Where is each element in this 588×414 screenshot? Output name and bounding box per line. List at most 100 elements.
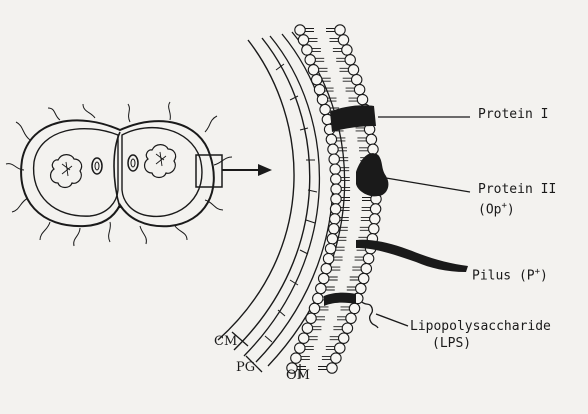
- lipid-head: [370, 214, 380, 224]
- lipid-head: [320, 104, 330, 114]
- lipid-head: [323, 253, 333, 263]
- lipid-head: [306, 313, 316, 323]
- lipid-head: [329, 224, 339, 234]
- lipid-head: [302, 45, 312, 55]
- lipid-tail: [319, 68, 328, 71]
- lipid-tail: [341, 188, 350, 191]
- lipid-head: [298, 35, 308, 45]
- lipid-tail: [309, 337, 318, 340]
- lipid-tail: [322, 78, 331, 81]
- lipid-head: [331, 174, 341, 184]
- lipid-tail: [340, 217, 349, 220]
- lipid-head: [342, 323, 352, 333]
- lipid-head: [309, 303, 319, 313]
- lipid-tail: [341, 307, 350, 310]
- lipid-tail: [343, 78, 352, 81]
- lipid-tail: [309, 38, 318, 41]
- lipid-tail: [341, 207, 350, 210]
- lipid-tail: [333, 48, 342, 51]
- lipid-head: [326, 134, 336, 144]
- lipid-tail: [360, 227, 369, 230]
- label-protein-ii-op: (Op+): [478, 198, 515, 218]
- lipid-tail: [330, 337, 339, 340]
- lipid-head: [327, 363, 337, 373]
- lipid-head: [305, 55, 315, 65]
- lipid-head: [361, 263, 371, 273]
- label-lps: (LPS): [432, 336, 471, 352]
- lipid-head: [339, 333, 349, 343]
- lipid-tail: [330, 38, 339, 41]
- lipid-head: [329, 154, 339, 164]
- lipid-head: [331, 194, 341, 204]
- lipid-head: [302, 323, 312, 333]
- lipid-head: [345, 55, 355, 65]
- label-pilus: Pilus (P+): [472, 264, 548, 284]
- lipid-tail: [357, 138, 366, 141]
- lipid-head: [342, 45, 352, 55]
- lipid-tail: [320, 307, 329, 310]
- lipid-head: [330, 214, 340, 224]
- label-protein-i: Protein I: [478, 107, 548, 123]
- lipid-head: [328, 144, 338, 154]
- lipid-tail: [333, 327, 342, 330]
- lipid-tail: [352, 267, 361, 270]
- lipid-head: [330, 204, 340, 214]
- lipid-tail: [329, 277, 338, 280]
- lipid-tail: [362, 207, 371, 210]
- lipid-head: [335, 343, 345, 353]
- lipid-head: [366, 134, 376, 144]
- lipid-tail: [336, 58, 345, 61]
- label-lipopolysaccharide: Lipopolysaccharide: [410, 319, 551, 335]
- cell-envelope-layers: [218, 32, 345, 366]
- lipid-tail: [312, 48, 321, 51]
- label-pg: PG: [236, 360, 255, 376]
- lipid-head: [319, 273, 329, 283]
- lipid-head: [346, 313, 356, 323]
- lipid-tail: [361, 217, 370, 220]
- lipid-tail: [359, 148, 368, 151]
- lipid-tail: [337, 237, 346, 240]
- lipid-head: [369, 224, 379, 234]
- lipid-tail: [356, 128, 365, 131]
- lipid-head: [363, 253, 373, 263]
- lipid-head: [314, 84, 324, 94]
- label-om: OM: [286, 368, 310, 384]
- lipid-tail: [322, 357, 331, 360]
- lipid-head: [357, 94, 367, 104]
- lipid-tail: [312, 327, 321, 330]
- lipid-tail: [350, 277, 359, 280]
- lipid-head: [331, 353, 341, 363]
- lipid-head: [321, 263, 331, 273]
- lipid-head: [354, 84, 364, 94]
- lipid-head: [352, 75, 362, 85]
- lipid-head: [291, 353, 301, 363]
- lipid-tail: [315, 58, 324, 61]
- lipid-tail: [341, 178, 350, 181]
- lipid-tail: [349, 98, 358, 101]
- outer-membrane-bilayer: [287, 25, 382, 373]
- lipid-tail: [340, 68, 349, 71]
- lipid-tail: [337, 317, 346, 320]
- lipid-tail: [334, 257, 343, 260]
- lipid-head: [359, 273, 369, 283]
- lipid-head: [312, 75, 322, 85]
- lipid-tail: [301, 357, 310, 360]
- lipid-tail: [346, 88, 355, 91]
- lipid-head: [338, 35, 348, 45]
- lipid-tail: [336, 247, 345, 250]
- lipid-tail: [305, 347, 314, 350]
- lipid-head: [295, 25, 305, 35]
- lipid-head: [327, 234, 337, 244]
- lipid-head: [331, 184, 341, 194]
- lipid-head: [308, 65, 318, 75]
- lipid-tail: [355, 257, 364, 260]
- lipid-tail: [326, 347, 335, 350]
- lps-squiggle: [362, 302, 378, 328]
- label-cm: CM: [214, 334, 237, 350]
- lipid-tail: [326, 29, 335, 32]
- lipid-head: [370, 204, 380, 214]
- lipid-head: [348, 65, 358, 75]
- lipid-head: [299, 333, 309, 343]
- lipid-head: [317, 94, 327, 104]
